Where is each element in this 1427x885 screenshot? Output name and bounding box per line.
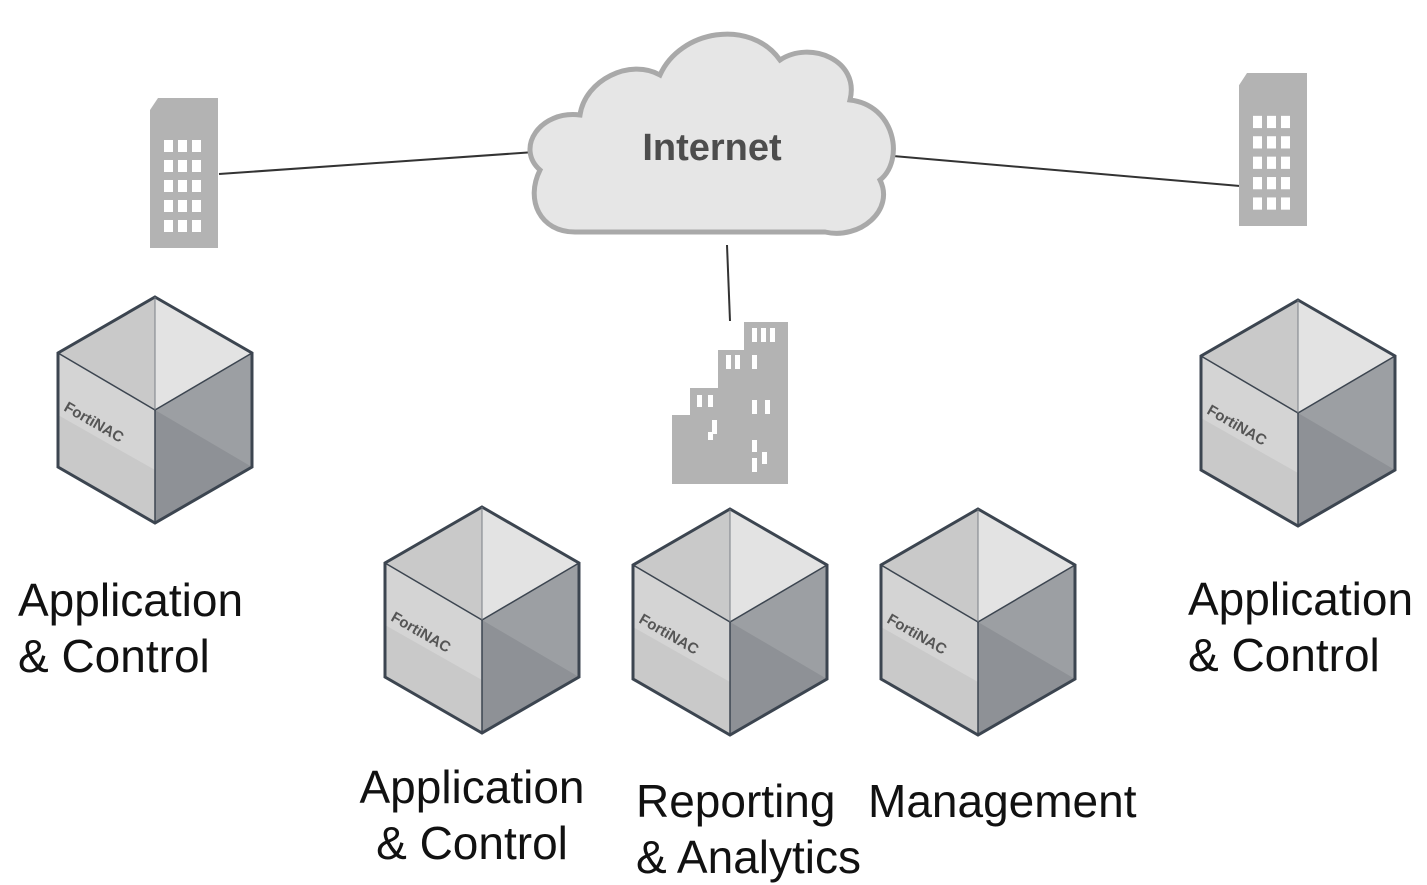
- center-reporting-label: Reporting & Analytics: [636, 773, 861, 885]
- center-app-line1: Application: [359, 761, 585, 813]
- center-app-line2: & Control: [376, 817, 568, 869]
- fortinac-appliance-center-app: FortiNAC: [383, 505, 581, 735]
- right-node-line2: & Control: [1188, 629, 1380, 681]
- center-management-label: Management: [868, 773, 1137, 829]
- right-node-label: Application & Control: [1188, 571, 1413, 683]
- center-management-line1: Management: [868, 775, 1137, 827]
- fortinac-appliance-left: FortiNAC: [56, 295, 254, 525]
- left-node-line1: Application: [18, 574, 244, 626]
- center-reporting-line1: Reporting: [636, 775, 836, 827]
- link-right: [892, 155, 1241, 187]
- fortinac-appliance-center-management: FortiNAC: [879, 507, 1077, 737]
- right-node-line1: Application: [1188, 573, 1414, 625]
- left-node-line2: & Control: [18, 630, 210, 682]
- left-node-label: Application & Control: [18, 572, 243, 684]
- cloud-label: Internet: [642, 127, 782, 169]
- right-building-icon: [1239, 73, 1307, 226]
- fortinac-appliance-center-reporting: FortiNAC: [631, 507, 829, 737]
- center-city-icon: [672, 322, 788, 484]
- fortinac-appliance-right: FortiNAC: [1199, 298, 1397, 528]
- link-left: [218, 151, 536, 175]
- internet-cloud-icon: Internet: [527, 31, 896, 236]
- center-reporting-line2: & Analytics: [636, 831, 861, 883]
- link-center: [726, 244, 731, 322]
- left-building-icon: [150, 98, 218, 248]
- center-app-label: Application & Control: [352, 759, 592, 871]
